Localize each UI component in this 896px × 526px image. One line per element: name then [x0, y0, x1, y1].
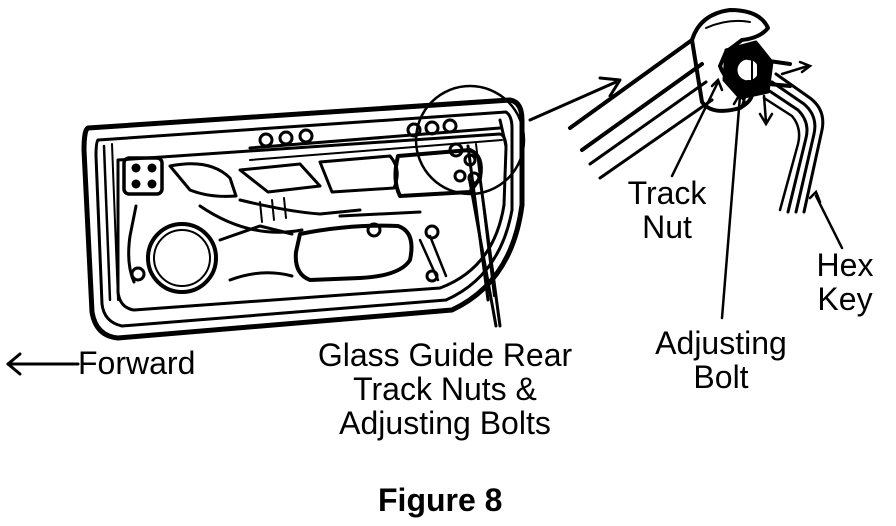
enlargement-arrow	[528, 76, 622, 122]
hex-key-label-line1: Hex	[816, 247, 874, 283]
detail-circle	[414, 84, 526, 196]
forward-arrow-icon	[6, 352, 80, 376]
door-panel	[81, 97, 525, 341]
callout-leaders	[670, 77, 844, 320]
glass-guide-label-line1: Glass Guide Rear	[317, 337, 573, 373]
glass-guide-label: Glass Guide Rear Track Nuts & Adjusting …	[286, 338, 604, 440]
track-nut-label-line2: Nut	[642, 209, 692, 245]
glass-guide-label-line3: Adjusting Bolts	[339, 405, 551, 441]
hex-key-label: Hex Key	[800, 248, 890, 316]
adjusting-bolt-label-line1: Adjusting	[655, 325, 787, 361]
track-nut-label: Track Nut	[612, 176, 722, 244]
track-nut-assembly	[722, 40, 792, 100]
glass-guide-leader-lines	[468, 176, 502, 328]
track-nut-label-line1: Track	[627, 175, 707, 211]
adjusting-bolt-label-line2: Bolt	[693, 359, 749, 395]
glass-guide-label-line2: Track Nuts &	[353, 371, 537, 407]
hex-key-label-line2: Key	[817, 281, 873, 317]
figure-caption: Figure 8	[378, 482, 503, 518]
forward-label: Forward	[78, 345, 196, 381]
hex-key-icon	[762, 72, 825, 214]
adjusting-bolt-label: Adjusting Bolt	[636, 326, 806, 394]
